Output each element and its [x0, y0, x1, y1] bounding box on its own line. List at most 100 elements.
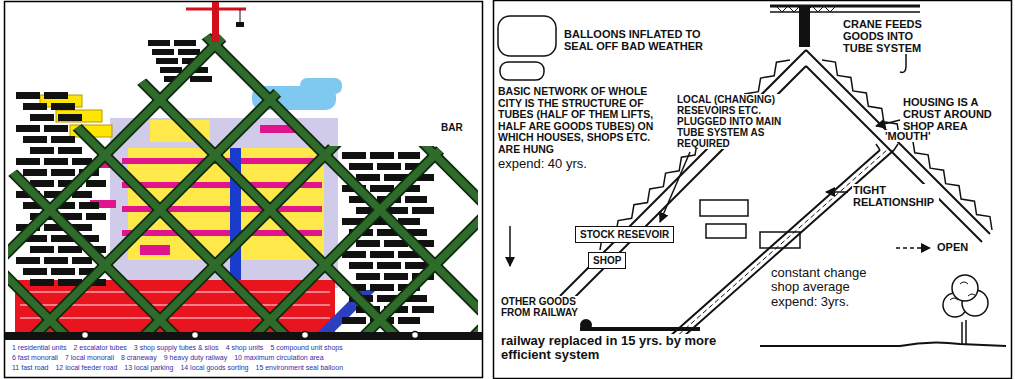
balloons	[498, 16, 556, 80]
residential-unit	[190, 76, 212, 82]
structure-tubes	[674, 150, 894, 345]
residential-unit	[79, 202, 99, 209]
lifespan-note: expend: 40 yrs.	[497, 157, 588, 171]
residential-unit	[370, 185, 394, 192]
ground-line	[760, 342, 1006, 346]
residential-unit	[58, 246, 82, 253]
residential-unit	[356, 273, 380, 280]
node-label: SHOP	[593, 255, 621, 266]
legend-item: 8 craneway	[121, 354, 157, 362]
ground-bar	[5, 332, 482, 340]
railway	[580, 320, 700, 330]
residential-unit	[160, 67, 182, 73]
residential-unit	[58, 114, 82, 121]
legend-item: 6 fast monorail	[12, 354, 58, 362]
residential-unit	[349, 163, 373, 170]
lattice-joints	[192, 332, 199, 339]
arrows	[896, 247, 930, 249]
residential-unit	[51, 103, 75, 110]
lifespan-note: constant change shop average expend: 3yr…	[770, 266, 890, 309]
structure-tube	[220, 0, 1015, 379]
residential-unit	[377, 262, 401, 269]
legend-item: 9 heavy duty railway	[164, 354, 227, 362]
annotation: railway replaced in 15 yrs. by more effi…	[500, 334, 752, 363]
structure-tube	[0, 0, 560, 379]
arrows	[660, 152, 690, 222]
arrows	[826, 191, 848, 193]
lattice-joints	[82, 332, 89, 339]
residential-unit	[30, 147, 54, 154]
residential-unit	[30, 246, 54, 253]
legend-item: 10 maximum circulation area	[234, 354, 323, 362]
reservoir-box: STOCK RESEVOIR	[575, 226, 674, 243]
legend-item: 1 residential units	[12, 344, 66, 352]
tube-outline	[220, 0, 1015, 379]
balloons	[498, 16, 556, 56]
right-panel	[494, 1, 1012, 379]
structure-tubes	[660, 150, 880, 345]
tree	[950, 282, 976, 300]
crane-sketch	[800, 6, 809, 46]
shop-box: SHOP	[588, 252, 626, 269]
lattice-joints	[82, 332, 419, 339]
annotation: BALLOONS INFLATED TO SEAL OFF BAD WEATHE…	[563, 28, 705, 52]
structure-tube	[310, 0, 1015, 379]
balloons	[500, 62, 544, 80]
residential-unit	[156, 58, 178, 64]
structure-tube	[200, 0, 1015, 379]
residential-unit	[44, 257, 68, 264]
tree	[952, 275, 978, 301]
residential-unit	[174, 40, 196, 46]
residential-unit	[356, 240, 380, 247]
residential-unit	[152, 49, 174, 55]
tube-outline	[310, 0, 1015, 379]
residential-unit	[405, 262, 427, 269]
crane	[240, 9, 241, 22]
road-lines	[20, 291, 330, 293]
shop-boxes	[706, 224, 746, 238]
legend-item: 3 shop supply tubes & silos	[134, 344, 219, 352]
structure-tube	[90, 0, 1015, 379]
residential-unit	[23, 268, 47, 275]
shop-boxes	[700, 200, 748, 216]
residential-unit	[86, 213, 106, 220]
structure-tubes	[806, 66, 982, 242]
arrows	[876, 120, 900, 126]
residential-unit	[30, 279, 54, 286]
residential-unit	[384, 273, 408, 280]
structure-tube	[110, 0, 1015, 379]
railway	[580, 327, 700, 331]
shop-boxes	[760, 232, 800, 248]
shop-boxes	[700, 200, 800, 248]
residential-unit	[44, 125, 68, 132]
residential-unit	[377, 163, 401, 170]
lattice-joints	[302, 332, 309, 339]
road-lines	[20, 317, 330, 319]
annotation: LOCAL (CHANGING) RESEVOIRS ETC. PLUGGED …	[676, 94, 806, 149]
tree	[943, 275, 988, 344]
residential-unit	[23, 103, 47, 110]
legend-item: 11 fast road	[12, 364, 48, 372]
legend-item: 2 escalator tubes	[73, 344, 126, 352]
legend-item: 4 shop units	[226, 344, 264, 352]
residential-unit	[370, 284, 394, 291]
residential-unit	[51, 169, 75, 176]
legend-item: 13 local parking	[124, 364, 173, 372]
residential-unit	[412, 306, 434, 313]
residential-unit	[349, 262, 373, 269]
residential-unit	[398, 152, 420, 159]
crane	[236, 22, 244, 27]
legend-item: 15 environment seal balloon	[255, 364, 343, 372]
yellow-units	[56, 110, 102, 122]
lattice-joints	[412, 332, 419, 339]
residential-unit	[370, 251, 394, 258]
crane-sketch	[905, 54, 907, 66]
arrows	[509, 226, 511, 266]
residential-unit	[412, 207, 434, 214]
residential-unit	[148, 40, 170, 46]
residential-unit	[44, 158, 68, 165]
structure-tubes	[876, 144, 898, 150]
legend-item: 7 local monorail	[65, 354, 114, 362]
structure-tubes	[806, 50, 990, 234]
